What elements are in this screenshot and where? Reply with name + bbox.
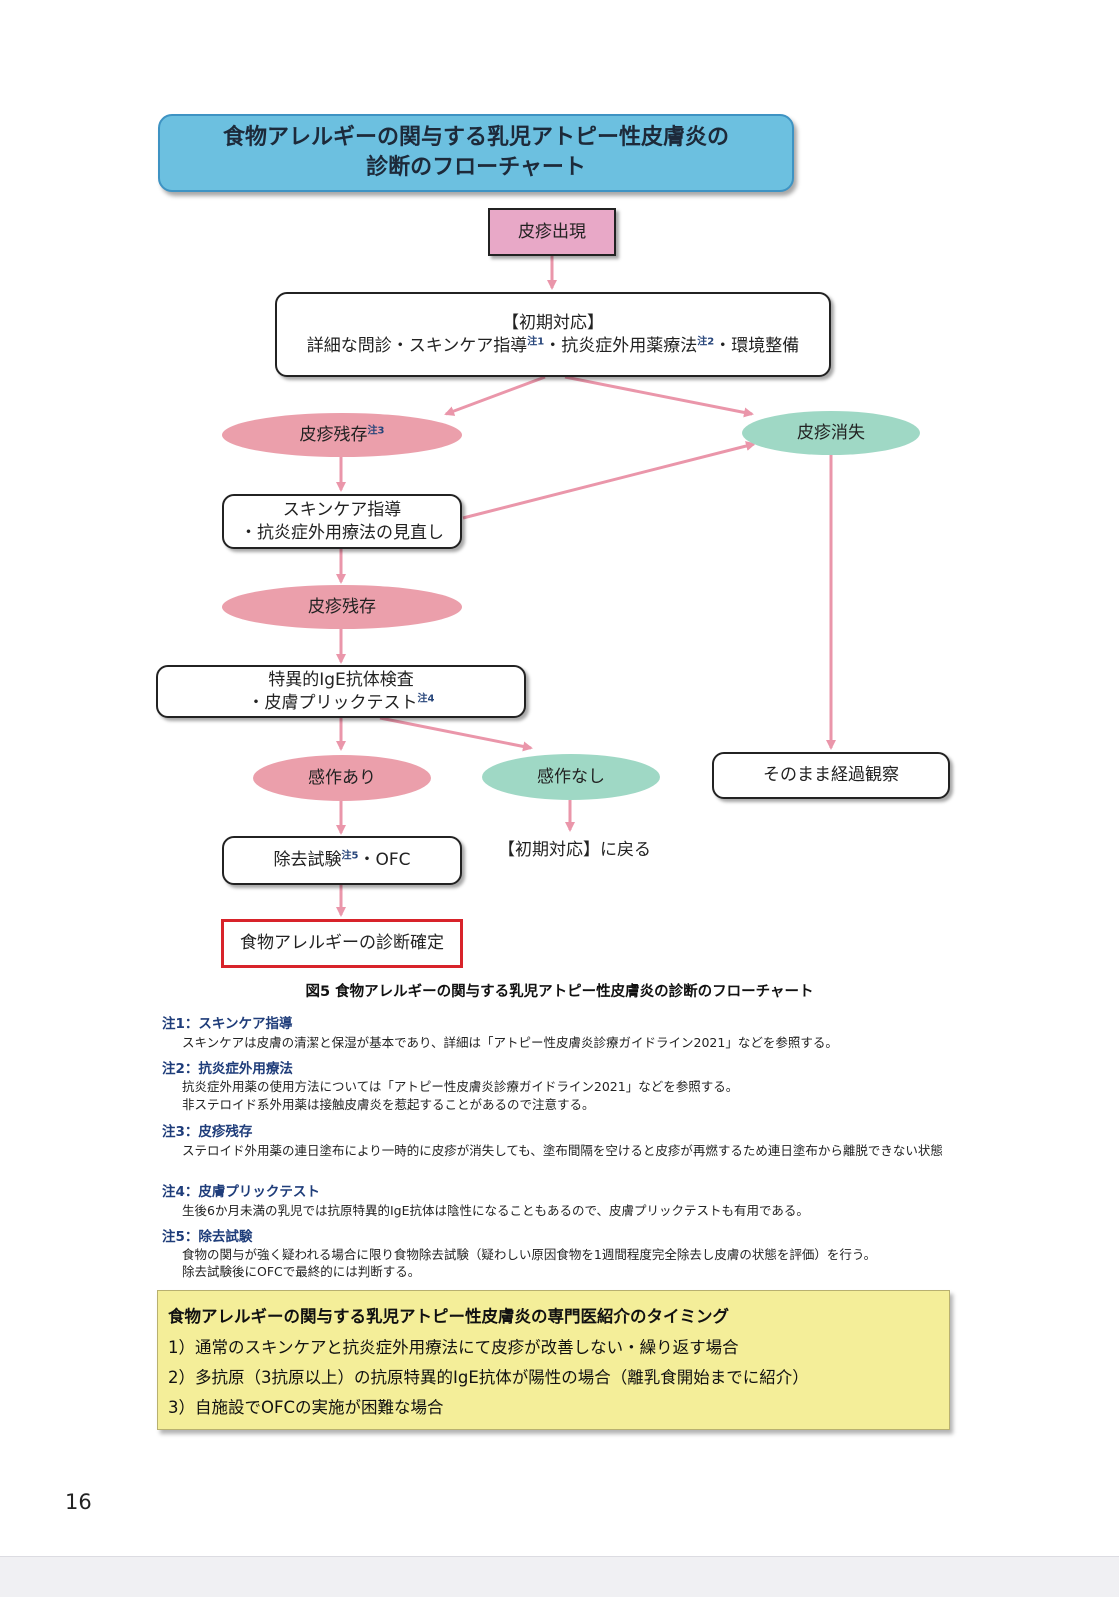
ige-test-line-2: ・皮膚プリックテスト: [247, 692, 418, 713]
diagnosis-confirmed-label: 食物アレルギーの診断確定: [240, 933, 444, 953]
arrow-test-to-not-sensitized: [379, 716, 533, 752]
node-initial-response: 【初期対応】 詳細な問診・スキンケア指導注1・抗炎症外用薬療法注2・環境整備: [275, 292, 831, 377]
rash-residual-1-text: 皮疹残存注3: [300, 424, 385, 447]
flowchart-title-box: 食物アレルギーの関与する乳児アトピー性皮膚炎の 診断のフローチャート: [158, 114, 794, 192]
node-rash-residual-1: 皮疹残存注3: [222, 413, 462, 457]
skincare-review-line-1: スキンケア指導: [282, 499, 402, 520]
node-rash-onset-label: 皮疹出現: [518, 221, 586, 242]
note-ref-2: 注2: [697, 335, 715, 347]
note-4-heading: 注4：皮膚プリックテスト: [162, 1184, 320, 1200]
return-to-initial-text: 【初期対応】に戻る: [498, 840, 651, 860]
flow-arrows: [336, 256, 836, 917]
title-line-2: 診断のフローチャート: [366, 155, 586, 180]
ige-test-line-1: 特異的IgE抗体検査: [268, 669, 414, 690]
note-2-heading: 注2：抗炎症外用療法: [162, 1061, 293, 1077]
skincare-review-line-2: ・抗炎症外用療法の見直し: [240, 522, 444, 543]
note-2-line-1: 抗炎症外用薬の使用方法については「アトピー性皮膚炎診療ガイドライン2021」など…: [182, 1079, 739, 1094]
initial-response-body: 詳細な問診・スキンケア指導注1・抗炎症外用薬療法注2・環境整備: [307, 335, 799, 358]
referral-title: 食物アレルギーの関与する乳児アトピー性皮膚炎の専門医紹介のタイミング: [168, 1307, 729, 1326]
node-rash-onset: 皮疹出現: [488, 208, 616, 256]
note-ref-4: 注4: [417, 692, 435, 704]
initial-part-2: ・抗炎症外用薬療法: [544, 335, 698, 356]
node-not-sensitized: 感作なし: [482, 754, 660, 800]
note-3-line-1: ステロイド外用薬の連日塗布により一時的に皮疹が消失しても、塗布間隔を空けると皮疹…: [182, 1143, 943, 1158]
initial-response-title: 【初期対応】: [502, 312, 604, 333]
ige-test-line-2-wrap: ・皮膚プリックテスト注4: [248, 692, 435, 715]
referral-timing-box: 食物アレルギーの関与する乳児アトピー性皮膚炎の専門医紹介のタイミング 1）通常の…: [157, 1290, 950, 1430]
node-rash-residual-2: 皮疹残存: [222, 585, 462, 629]
figure-caption: 図5 食物アレルギーの関与する乳児アトピー性皮膚炎の診断のフローチャート: [305, 984, 814, 1000]
note-5-line-2: 除去試験後にOFCで最終的には判断する。: [182, 1264, 421, 1279]
referral-item-1: 1）通常のスキンケアと抗炎症外用療法にて皮疹が改善しない・繰り返す場合: [168, 1338, 739, 1357]
arrow-initial-to-disappear: [564, 375, 754, 418]
referral-item-3: 3）自施設でOFCの実施が困難な場合: [168, 1398, 444, 1417]
node-diagnosis-confirmed: 食物アレルギーの診断確定: [221, 919, 463, 968]
title-line-1: 食物アレルギーの関与する乳児アトピー性皮膚炎の: [222, 125, 729, 150]
elimination-text: 除去試験注5・OFC: [274, 849, 411, 872]
note-ref-5: 注5: [341, 850, 359, 862]
node-observe: そのまま経過観察: [712, 752, 950, 799]
sensitized-label: 感作あり: [308, 767, 376, 788]
observe-label: そのまま経過観察: [763, 765, 899, 785]
rash-residual-1-label: 皮疹残存: [299, 424, 368, 445]
viewer-bottom-bar: [0, 1556, 1119, 1597]
arrow-review-to-disappear: [462, 441, 756, 520]
node-sensitized: 感作あり: [253, 755, 431, 801]
rash-residual-2-label: 皮疹残存: [308, 596, 376, 617]
arrow-initial-to-residual: [444, 375, 546, 416]
node-elimination-test: 除去試験注5・OFC: [222, 836, 462, 885]
not-sensitized-label: 感作なし: [537, 766, 605, 787]
note-5-heading: 注5：除去試験: [162, 1229, 253, 1245]
node-skincare-review: スキンケア指導 ・抗炎症外用療法の見直し: [222, 494, 462, 549]
note-2-line-2: 非ステロイド系外用薬は接触皮膚炎を惹起することがあるので注意する。: [182, 1097, 595, 1112]
note-1-line-1: スキンケアは皮膚の清潔と保湿が基本であり、詳細は「アトピー性皮膚炎診療ガイドライ…: [182, 1035, 838, 1050]
rash-disappear-label: 皮疹消失: [797, 422, 865, 443]
node-ige-test: 特異的IgE抗体検査 ・皮膚プリックテスト注4: [156, 665, 526, 718]
note-ref-3: 注3: [367, 424, 385, 436]
node-rash-disappear: 皮疹消失: [742, 411, 920, 455]
elimination-part-2: ・OFC: [358, 850, 411, 870]
initial-part-1: 詳細な問診・スキンケア指導: [306, 335, 528, 356]
note-3-heading: 注3：皮疹残存: [162, 1124, 253, 1140]
note-4-line-1: 生後6か月未満の乳児では抗原特異的IgE抗体は陰性になることもあるので、皮膚プリ…: [182, 1203, 809, 1218]
note-ref-1: 注1: [527, 335, 545, 347]
note-5-line-1: 食物の関与が強く疑われる場合に限り食物除去試験（疑わしい原因食物を1週間程度完全…: [182, 1247, 877, 1262]
note-1-heading: 注1：スキンケア指導: [162, 1016, 293, 1032]
page-number: 16: [65, 1490, 92, 1514]
initial-part-3: ・環境整備: [714, 335, 800, 356]
elimination-part-1: 除去試験: [273, 850, 342, 870]
referral-item-2: 2）多抗原（3抗原以上）の抗原特異的IgE抗体が陽性の場合（離乳食開始までに紹介…: [168, 1368, 809, 1387]
